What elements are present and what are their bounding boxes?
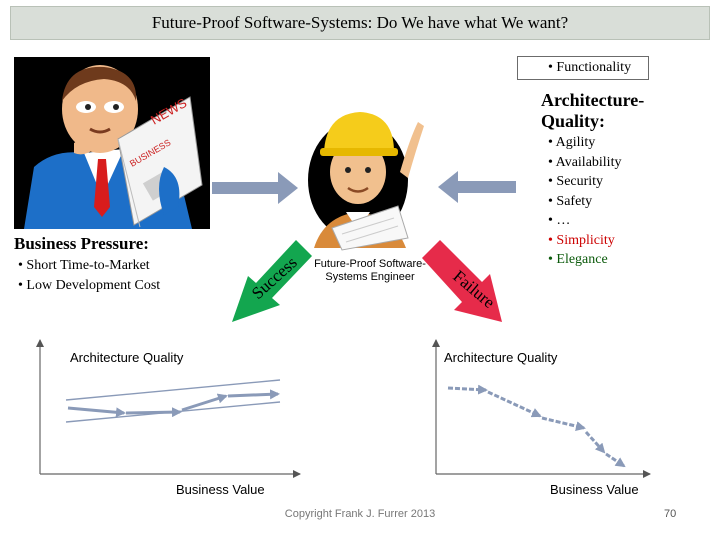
pressure-item-time-to-market: • Short Time-to-Market [18, 258, 150, 273]
engineer-label-line2: Systems Engineer [325, 271, 415, 283]
quality-item-elegance: • Elegance [548, 252, 608, 267]
left-chart-ylabel: Architecture Quality [70, 350, 184, 365]
left-upper-band [65, 379, 281, 401]
left-arrow-4 [227, 389, 280, 400]
copyright-footer: Copyright Frank J. Furrer 2013 [284, 508, 436, 520]
quality-item-safety: • Safety [548, 193, 593, 209]
architecture-quality-title-line1: Architecture- [541, 90, 645, 110]
architecture-quality-title-line2: Quality: [541, 111, 606, 131]
quality-item-simplicity: • Simplicity [548, 232, 615, 248]
quality-item-agility: • Agility [548, 135, 596, 150]
quality-item-ellipsis: • … [548, 213, 571, 228]
businessman-image: NEWS BUSINESS [14, 57, 210, 229]
pressure-item-low-cost: • Low Development Cost [18, 278, 161, 293]
architecture-quality-title: Architecture- Quality: [541, 90, 644, 132]
architecture-quality-list: • Agility • Availability • Security • Sa… [548, 133, 621, 270]
functionality-box: • Functionality [517, 56, 649, 80]
left-arrow-1 [67, 406, 126, 418]
right-arrow-2 [487, 390, 542, 418]
page-number: 70 [664, 508, 677, 520]
left-arrow-3 [181, 393, 228, 412]
pressure-arrow [212, 172, 298, 204]
right-chart [432, 339, 651, 478]
engineer-label-line1: Future-Proof Software- [314, 258, 426, 270]
right-arrow-5 [605, 452, 626, 468]
right-arrow-1 [447, 384, 488, 395]
left-arrow-2 [125, 407, 182, 418]
failure-arrow [422, 240, 502, 322]
engineer-image [308, 112, 424, 251]
right-arrow-4 [584, 430, 606, 454]
quality-arrow [438, 171, 516, 203]
business-pressure-title: Business Pressure: [14, 234, 149, 253]
left-chart-xlabel: Business Value [176, 482, 265, 497]
business-pressure-list: • Short Time-to-Market • Low Development… [18, 256, 160, 296]
left-chart [36, 339, 301, 478]
right-chart-xlabel: Business Value [550, 482, 639, 497]
slide-title: Future-Proof Software-Systems: Do We hav… [10, 6, 710, 40]
quality-item-availability: • Availability [548, 154, 622, 170]
quality-item-security: • Security [548, 174, 604, 189]
right-chart-ylabel: Architecture Quality [444, 350, 558, 365]
right-arrow-3 [541, 416, 586, 432]
engineer-label: Future-Proof Software- Systems Engineer [302, 258, 438, 284]
success-arrow [232, 240, 312, 322]
